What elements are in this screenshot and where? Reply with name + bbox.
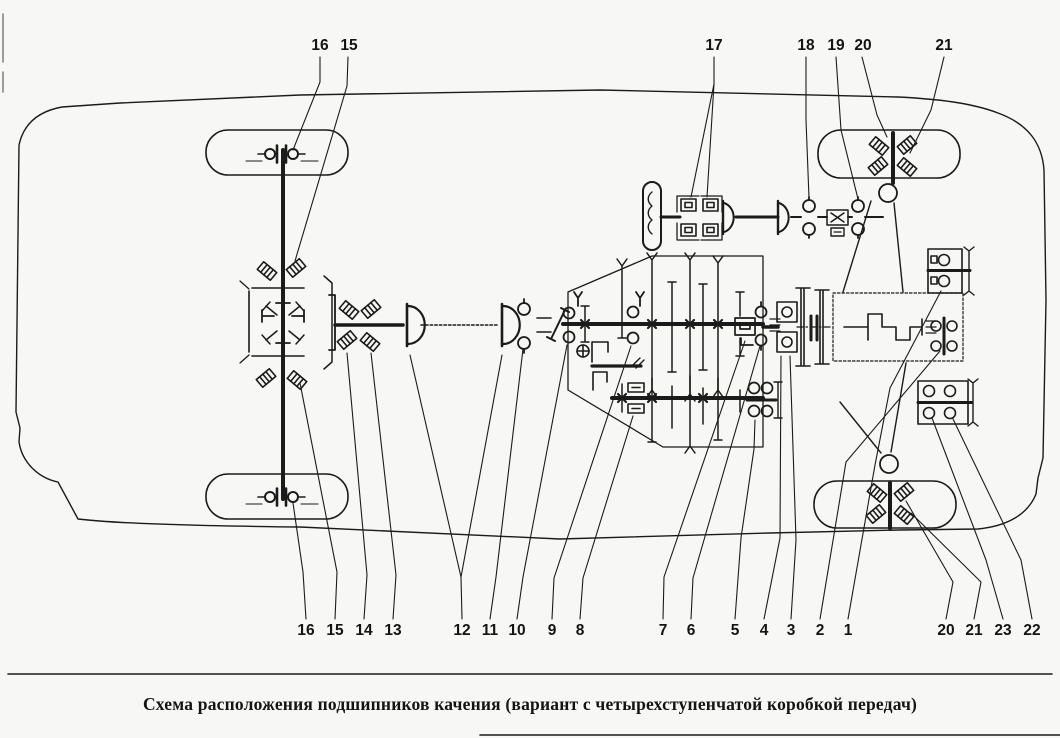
callout-top: 19 (827, 37, 845, 54)
clutch-shaft-bearing-icon (776, 301, 798, 353)
wheel-bottom-left (205, 473, 349, 520)
callout-labels: 16 15 17 18 19 20 21 16 15 14 13 12 11 1… (297, 37, 1040, 639)
front-hub-top (867, 131, 918, 185)
gear-train (580, 252, 745, 454)
roller-bearing-icon (734, 317, 756, 346)
callout-bottom: 9 (548, 622, 557, 639)
needle-bearing-icon (627, 382, 645, 414)
wheel-bottom-right (813, 480, 957, 529)
callout-bottom: 21 (965, 622, 983, 639)
callout-bottom: 1 (844, 622, 853, 639)
crankshaft-icon (843, 313, 923, 341)
callout-top: 17 (705, 37, 722, 54)
hub-bearing-angled-icon (896, 156, 918, 178)
bearing-angled-icon (359, 331, 381, 353)
universal-joint-icon (500, 302, 521, 348)
bearing-angled-icon (338, 299, 360, 321)
ball-joint-icon (879, 454, 899, 474)
output-shaft-bearing-icon (754, 301, 768, 351)
leader-lines (292, 56, 1033, 620)
rear-axle (245, 144, 319, 507)
wheels (205, 129, 961, 529)
cardan-joint-icon (826, 209, 849, 237)
callout-bottom: 16 (297, 622, 315, 639)
bearing-angled-icon (256, 260, 278, 282)
bearing-angled-icon (336, 329, 358, 351)
steering-linkage (839, 183, 907, 474)
clutch (761, 287, 835, 367)
propeller-shaft (328, 294, 570, 354)
hub-bearing-angled-icon (867, 155, 889, 177)
rear-differential (239, 257, 333, 391)
diagram-caption: Схема расположения подшипников качения (… (142, 694, 918, 714)
callout-top: 21 (935, 37, 953, 54)
callout-bottom: 13 (384, 622, 402, 639)
steering-assembly (642, 181, 884, 251)
universal-joint-icon (721, 199, 735, 236)
callout-bottom: 14 (355, 622, 373, 639)
steering-gear-unit (676, 195, 723, 241)
universal-joint-icon (405, 302, 426, 348)
gearbox (561, 252, 768, 454)
gear-mesh-marks (579, 318, 724, 404)
callout-bottom: 2 (816, 622, 825, 639)
callout-bottom: 7 (659, 622, 668, 639)
hub-bearing-angled-icon (865, 503, 887, 525)
bearing-angled-icon (360, 298, 382, 320)
callout-bottom: 8 (576, 622, 585, 639)
ball-joint-icon (878, 183, 898, 203)
hub-bearing-angled-icon (893, 481, 915, 503)
bearing-angled-icon (285, 257, 307, 279)
callout-bottom: 12 (453, 622, 470, 639)
callout-bottom: 4 (760, 622, 769, 639)
callout-bottom: 22 (1023, 622, 1040, 639)
callout-bottom: 5 (731, 622, 740, 639)
universal-joint-icon (776, 199, 790, 236)
shaft-support-bearing-icon (517, 298, 531, 354)
callout-bottom: 23 (994, 622, 1012, 639)
flywheel-bearing-icon (930, 316, 958, 356)
bearing-angled-icon (286, 369, 308, 391)
wheel-top-right (817, 129, 961, 179)
column-bearing-icon (802, 196, 816, 239)
callout-bottom: 15 (326, 622, 344, 639)
lower-right-bearing-block (916, 378, 979, 427)
wheel-top-left (205, 129, 349, 176)
main-shaft-bearing-icon (626, 291, 645, 345)
callout-bottom: 10 (508, 622, 525, 639)
callout-bottom: 20 (937, 622, 954, 639)
hub-bearing-angled-icon (868, 135, 890, 157)
hub-bearing-icon (284, 487, 307, 507)
hub-bearing-icon (256, 487, 279, 507)
front-hub-bottom (865, 481, 915, 530)
hub-bearing-icon (256, 144, 279, 164)
callout-bottom: 6 (687, 622, 696, 639)
callout-top: 18 (797, 37, 815, 54)
hub-bearing-icon (284, 144, 307, 164)
gearbox-rear-bearing-block (745, 381, 783, 419)
bearing-angled-icon (255, 367, 277, 389)
input-shaft-bearing-icon (562, 291, 583, 344)
callout-bottom: 3 (787, 622, 796, 639)
callout-top: 20 (854, 37, 871, 54)
callout-top: 15 (340, 37, 358, 54)
car-body-outline (15, 89, 1047, 540)
callout-top: 16 (311, 37, 329, 54)
reverse-idler (576, 341, 645, 391)
callout-bottom: 11 (482, 622, 499, 639)
upper-right-bearing-block (926, 246, 975, 296)
